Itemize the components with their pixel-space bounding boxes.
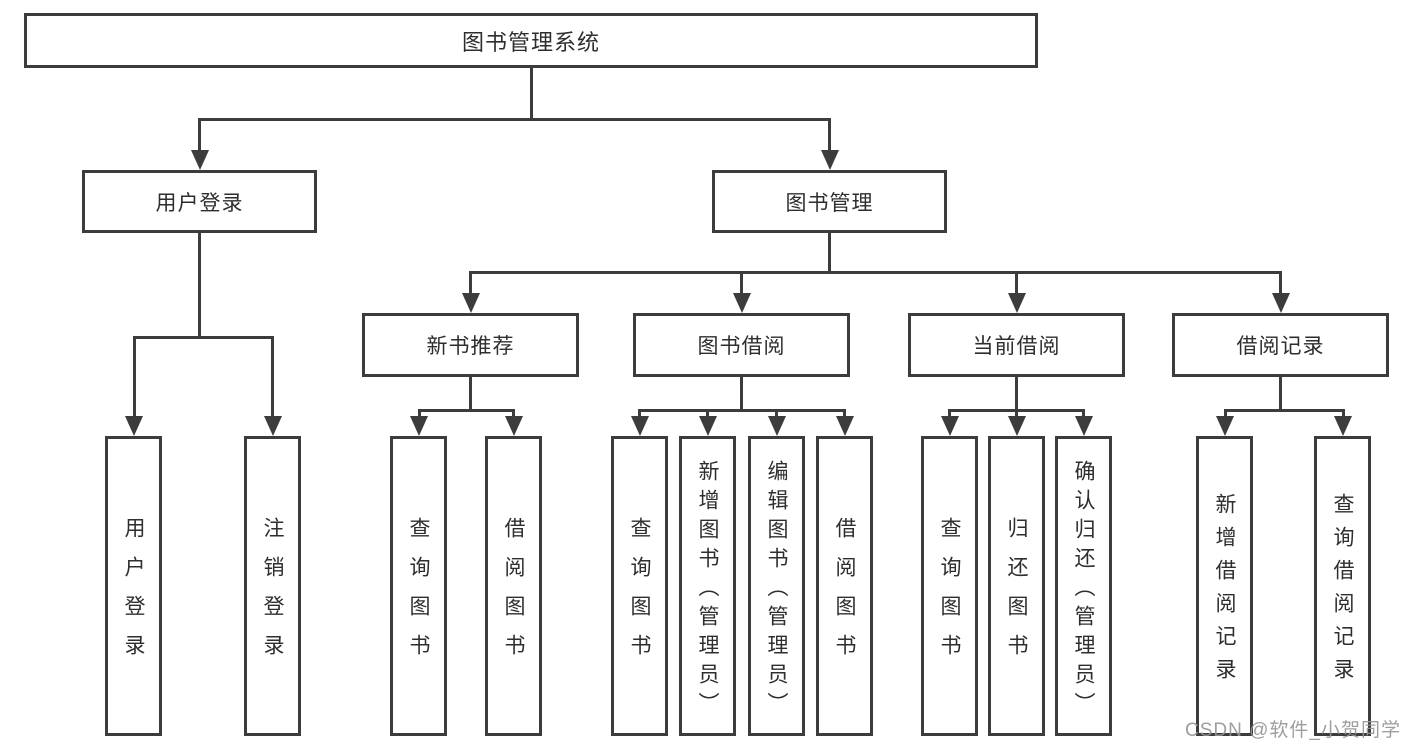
arrow-down-icon — [820, 150, 839, 170]
node-label: 确认归还（管理员） — [1072, 459, 1095, 721]
connector-line — [198, 233, 201, 339]
connector-line — [1015, 271, 1018, 299]
connector-line — [198, 118, 201, 156]
node-leaf-borrow-books-1: 借阅图书 — [485, 436, 542, 736]
node-leaf-confirm-return-admin: 确认归还（管理员） — [1055, 436, 1112, 736]
arrow-down-icon — [767, 416, 786, 436]
arrow-down-icon — [1074, 416, 1093, 436]
node-leaf-user-login: 用户登录 — [105, 436, 162, 736]
node-label: 查询图书 — [938, 517, 961, 673]
node-label: 新书推荐 — [426, 335, 515, 358]
arrow-down-icon — [1007, 293, 1026, 313]
node-label: 借阅记录 — [1236, 335, 1325, 358]
node-label: 当前借阅 — [972, 335, 1061, 358]
node-borrow-records: 借阅记录 — [1172, 313, 1389, 377]
node-book-borrow: 图书借阅 — [633, 313, 850, 377]
node-label: 借阅图书 — [502, 517, 525, 673]
connector-line — [132, 336, 136, 422]
node-label: 新增借阅记录 — [1213, 493, 1236, 691]
node-label: 新增图书（管理员） — [696, 459, 719, 721]
connector-line — [1015, 377, 1018, 412]
connector-line — [1223, 409, 1345, 412]
connector-line — [271, 336, 274, 422]
connector-line — [638, 409, 641, 422]
node-leaf-add-books-admin: 新增图书（管理员） — [679, 436, 736, 736]
arrow-down-icon — [1007, 416, 1026, 436]
node-label: 图书管理系统 — [461, 29, 600, 55]
connector-line — [1279, 377, 1282, 412]
node-label: 查询图书 — [628, 517, 651, 673]
arrow-down-icon — [263, 416, 282, 436]
node-label: 查询图书 — [407, 517, 430, 673]
node-leaf-query-books-1: 查询图书 — [390, 436, 447, 736]
connector-line — [638, 409, 846, 412]
connector-line — [706, 409, 709, 422]
node-label: 编辑图书（管理员） — [765, 459, 788, 721]
arrow-down-icon — [630, 416, 649, 436]
arrow-down-icon — [190, 150, 209, 170]
connector-line — [529, 68, 533, 121]
node-library-management-system: 图书管理系统 — [24, 13, 1038, 68]
connector-line — [1341, 409, 1345, 422]
connector-line — [1015, 409, 1018, 422]
connector-line — [512, 409, 515, 422]
csdn-watermark: CSDN @软件_小贺同学 — [1185, 720, 1401, 741]
arrow-down-icon — [1271, 293, 1290, 313]
node-leaf-return-books: 归还图书 — [988, 436, 1045, 736]
connector-line — [417, 409, 515, 412]
arrow-down-icon — [940, 416, 959, 436]
connector-line — [1279, 271, 1282, 299]
arrow-down-icon — [125, 416, 143, 436]
connector-line — [469, 271, 1282, 274]
node-label: 查询借阅记录 — [1331, 493, 1354, 691]
connector-line — [828, 233, 831, 274]
arrow-down-icon — [1216, 416, 1234, 436]
arrow-down-icon — [410, 416, 428, 436]
node-leaf-query-books-3: 查询图书 — [921, 436, 978, 736]
arrow-down-icon — [698, 416, 717, 436]
arrow-down-icon — [461, 293, 480, 313]
node-label: 用户登录 — [155, 191, 244, 215]
node-current-borrow: 当前借阅 — [908, 313, 1125, 377]
node-leaf-query-books-2: 查询图书 — [611, 436, 668, 736]
connector-line — [740, 271, 743, 299]
node-leaf-borrow-books-2: 借阅图书 — [816, 436, 873, 736]
connector-line — [948, 409, 951, 422]
connector-line — [469, 271, 472, 299]
node-leaf-query-borrow-record: 查询借阅记录 — [1314, 436, 1371, 736]
node-leaf-logout: 注销登录 — [244, 436, 301, 736]
connector-line — [843, 409, 846, 422]
connector-line — [469, 377, 472, 412]
arrow-down-icon — [732, 293, 751, 313]
node-new-book-recommend: 新书推荐 — [362, 313, 579, 377]
connector-line — [828, 118, 831, 156]
connector-line — [417, 409, 421, 422]
arrow-down-icon — [504, 416, 523, 436]
connector-line — [198, 118, 831, 121]
node-user-login: 用户登录 — [82, 170, 317, 233]
node-leaf-add-borrow-record: 新增借阅记录 — [1196, 436, 1253, 736]
arrow-down-icon — [835, 416, 854, 436]
connector-line — [740, 377, 743, 412]
connector-line — [1082, 409, 1085, 422]
connector-line — [1223, 409, 1227, 422]
node-leaf-edit-books-admin: 编辑图书（管理员） — [748, 436, 805, 736]
node-label: 归还图书 — [1005, 517, 1028, 673]
node-label: 注销登录 — [261, 517, 284, 673]
node-label: 借阅图书 — [833, 517, 856, 673]
connector-line — [132, 336, 274, 339]
node-label: 图书借阅 — [697, 335, 786, 358]
node-label: 图书管理 — [785, 191, 874, 215]
connector-line — [775, 409, 778, 422]
node-book-management: 图书管理 — [712, 170, 947, 233]
arrow-down-icon — [1334, 416, 1352, 436]
node-label: 用户登录 — [122, 517, 145, 673]
